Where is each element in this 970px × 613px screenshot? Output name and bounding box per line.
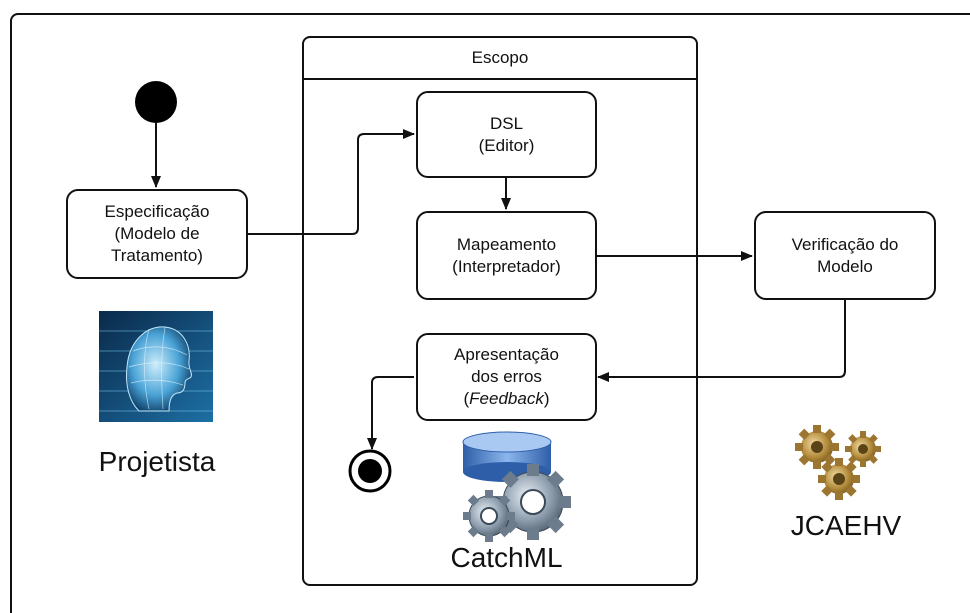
scope-title: Escopo: [304, 38, 696, 80]
mapeamento-line2: (Interpretador): [452, 256, 561, 276]
node-especificacao: Especificação (Modelo de Tratamento): [66, 189, 248, 279]
diagram-frame: [10, 13, 970, 613]
gears-icon: [795, 425, 881, 500]
apresentacao-paren-close: ): [543, 389, 550, 408]
label-catchml: CatchML: [450, 542, 563, 573]
label-projetista: Projetista: [98, 446, 216, 477]
arrow-apresentacao-to-end: [367, 376, 414, 450]
start-node: [135, 81, 177, 123]
especificacao-line3: Tratamento): [111, 246, 203, 265]
small-gear: [463, 490, 515, 542]
node-apresentacao: Apresentação dos erros (Feedback): [416, 333, 597, 421]
especificacao-line2: (Modelo de: [114, 224, 200, 243]
apresentacao-line1: Apresentação: [454, 345, 559, 364]
arrow-verificacao-to-apresentacao: [597, 299, 846, 382]
arrow-especificacao-to-dsl: [248, 129, 415, 235]
dsl-line1: DSL: [489, 113, 524, 133]
node-mapeamento: Mapeamento (Interpretador): [416, 211, 597, 300]
label-jcaehv: JCAEHV: [790, 510, 902, 541]
verificacao-line2: Modelo: [817, 256, 873, 276]
mapeamento-line1: Mapeamento: [456, 234, 557, 254]
apresentacao-line2: dos erros: [471, 367, 542, 386]
node-verificacao: Verificação do Modelo: [754, 211, 936, 300]
apresentacao-feedback: Feedback: [469, 389, 544, 408]
digital-head-icon: [99, 311, 213, 422]
node-dsl: DSL (Editor): [416, 91, 597, 178]
database-gears-icon: [462, 431, 571, 542]
verificacao-line1: Verificação do: [791, 234, 899, 254]
especificacao-line1: Especificação: [104, 202, 210, 221]
apresentacao-paren-open: (: [463, 389, 470, 408]
end-node: [348, 449, 392, 493]
apresentacao-line3: (Feedback): [463, 388, 549, 410]
dsl-line2: (Editor): [478, 135, 535, 155]
